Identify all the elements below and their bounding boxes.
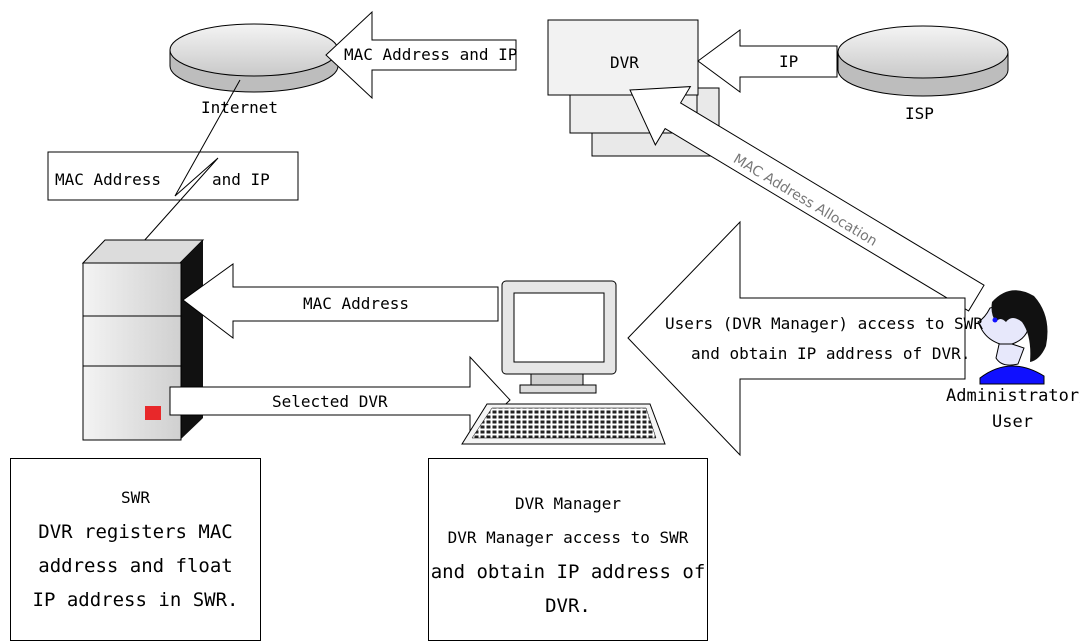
dvr-manager-line1: DVR Manager access to SWR	[447, 528, 689, 547]
mac-and-ip-left-box	[47, 151, 299, 201]
isp-label: ISP	[905, 104, 934, 123]
user-label: User	[992, 412, 1033, 432]
link-lightning	[142, 79, 241, 243]
ip-arrow	[697, 29, 838, 93]
administrator-user-icon	[977, 290, 1048, 385]
users-access-line2: and obtain IP address of DVR.	[691, 344, 971, 363]
ip-label: IP	[779, 52, 799, 71]
mac-and-ip-arrow	[325, 10, 517, 100]
dvr-manager-line3: DVR.	[545, 595, 591, 617]
swr-description-box: SWR DVR registers MAC address and float …	[10, 458, 261, 641]
swr-line2: address and float	[38, 555, 233, 577]
internet-label: Internet	[201, 98, 279, 117]
swr-line3: IP address in SWR.	[32, 589, 239, 611]
administrator-label: Administrator/	[946, 386, 1080, 406]
internet-icon	[169, 23, 339, 93]
mac-allocation-arrow	[629, 86, 985, 312]
selected-dvr-label: Selected DVR	[272, 392, 388, 411]
computer-icon	[461, 280, 666, 445]
swr-line1: DVR registers MAC	[38, 521, 233, 543]
and-ip-left-label: and IP	[212, 170, 270, 189]
dvr-manager-description-box: DVR Manager DVR Manager access to SWR an…	[428, 458, 708, 641]
dvr-manager-title: DVR Manager	[515, 494, 621, 513]
users-access-line1: Users (DVR Manager) access to SWR	[665, 314, 983, 333]
mac-address-mid-label: MAC Address	[303, 294, 409, 313]
mac-address-arrow	[182, 263, 499, 340]
mac-address-left-label: MAC Address	[55, 170, 161, 189]
swr-title: SWR	[121, 488, 150, 507]
mac-and-ip-top-label: MAC Address and IP	[344, 45, 518, 64]
server-indicator-light	[145, 406, 161, 420]
dvr-label: DVR	[610, 53, 639, 72]
isp-icon	[837, 25, 1009, 97]
users-access-arrow	[627, 220, 966, 457]
dvr-manager-line2: and obtain IP address of	[430, 561, 706, 583]
